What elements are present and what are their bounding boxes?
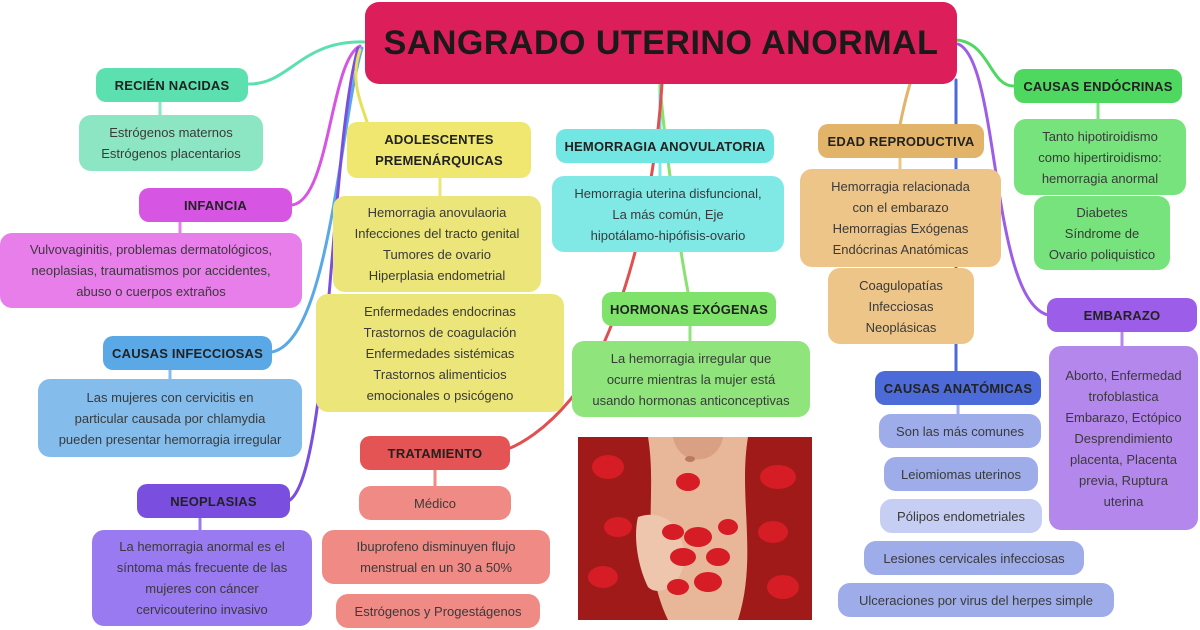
text-line: Infecciosas bbox=[868, 298, 934, 314]
text-line: Hemorragias Exógenas bbox=[832, 221, 969, 236]
tratamiento-item-estrogenos: Estrógenos y Progestágenos bbox=[336, 594, 540, 628]
edad-reproductiva-heading[interactable]: EDAD REPRODUCTIVA bbox=[818, 124, 984, 158]
text-line: Hiperplasia endometrial bbox=[368, 268, 506, 283]
text-line: Desprendimiento bbox=[1074, 430, 1173, 446]
text-line: Embarazo, Ectópico bbox=[1065, 409, 1182, 425]
text-line: Trastornos de coagulación bbox=[363, 324, 517, 340]
text-line: Vulvovaginitis, problemas dermatológicos… bbox=[29, 242, 273, 257]
link-adolescentes bbox=[354, 48, 370, 127]
text-line: Trastornos alimenticios bbox=[373, 366, 507, 382]
recien-nacidas-heading[interactable]: RECIÉN NACIDAS bbox=[96, 68, 248, 102]
text-line: con el embarazo bbox=[852, 200, 949, 215]
causas-infecciosas-content: Las mujeres con cervicitis en particular… bbox=[38, 379, 302, 457]
text-line: previa, Ruptura bbox=[1079, 472, 1168, 488]
text-line: Diabetes bbox=[1076, 204, 1128, 220]
hormonas-exogenas-content: La hemorragia irregular que ocurre mient… bbox=[572, 341, 810, 417]
text-line: Coagulopatías bbox=[859, 277, 943, 293]
rose-petals-photo bbox=[578, 437, 812, 620]
text-line: hemorragia anormal bbox=[1041, 170, 1159, 186]
text-line: Enfermedades sistémicas bbox=[365, 345, 515, 361]
text-line: Hemorragia relacionada bbox=[831, 179, 970, 194]
anatomicas-item: Pólipos endometriales bbox=[880, 499, 1042, 533]
text-line: ocurre mientras la mujer está bbox=[606, 371, 776, 387]
text-line: particular causada por chlamydia bbox=[74, 410, 266, 426]
embarazo-heading[interactable]: EMBARAZO bbox=[1047, 298, 1197, 332]
adolescentes-group-2: Enfermedades endocrinas Trastornos de co… bbox=[316, 294, 564, 412]
edad-reproductiva-group-1: Hemorragia relacionada con el embarazo H… bbox=[800, 169, 1001, 267]
recien-nacidas-content: Estrógenos maternos Estrógenos placentar… bbox=[79, 115, 263, 171]
text-line: neoplasias, traumatismos por accidentes, bbox=[31, 263, 271, 278]
causas-endocrinas-group-2: Diabetes Síndrome de Ovario poliquistico bbox=[1034, 196, 1170, 270]
text-line: trofoblastica bbox=[1088, 388, 1159, 404]
text-line: hipotálamo-hipófisis-ovario bbox=[590, 227, 746, 243]
text-line: La hemorragia irregular que bbox=[610, 350, 772, 366]
tratamiento-item-ibuprofeno: Ibuprofeno disminuyen flujo menstrual en… bbox=[322, 530, 550, 584]
link-causas-infecciosas bbox=[270, 46, 364, 354]
link-causas-endocrinas bbox=[954, 38, 1017, 88]
text-line: Tanto hipotiroidismo bbox=[1042, 128, 1158, 144]
text-line: síntoma más frecuente de las bbox=[116, 560, 288, 575]
text-line: Infecciones del tracto genital bbox=[354, 226, 520, 241]
tratamiento-heading[interactable]: TRATAMIENTO bbox=[360, 436, 510, 470]
text-line: cervicouterino invasivo bbox=[136, 602, 268, 617]
infancia-content: Vulvovaginitis, problemas dermatológicos… bbox=[0, 233, 302, 308]
text-line: menstrual en un 30 a 50% bbox=[360, 560, 512, 575]
adolescentes-group-1: Hemorragia anovulaoria Infecciones del t… bbox=[333, 196, 541, 292]
link-infancia bbox=[290, 44, 362, 207]
photo-illustration bbox=[578, 437, 812, 620]
text-line: Hemorragia anovulaoria bbox=[367, 205, 507, 220]
text-line: abuso o cuerpos extraños bbox=[76, 284, 226, 299]
causas-endocrinas-heading[interactable]: CAUSAS ENDÓCRINAS bbox=[1014, 69, 1182, 103]
hemorragia-anovulatoria-heading[interactable]: HEMORRAGIA ANOVULATORIA bbox=[556, 129, 774, 163]
text-line: Endócrinas Anatómicas bbox=[832, 242, 969, 257]
text-line: usando hormonas anticonceptivas bbox=[592, 392, 790, 408]
anatomicas-item: Ulceraciones por virus del herpes simple bbox=[838, 583, 1114, 617]
anatomicas-item: Leiomiomas uterinos bbox=[884, 457, 1038, 491]
text-line: Tumores de ovario bbox=[383, 247, 491, 262]
heading-line: ADOLESCENTES bbox=[384, 132, 494, 147]
central-topic[interactable]: SANGRADO UTERINO ANORMAL bbox=[365, 2, 957, 84]
hemorragia-anovulatoria-content: Hemorragia uterina disfuncional, La más … bbox=[552, 176, 784, 252]
text-line: La hemorragia anormal es el bbox=[119, 539, 285, 554]
tratamiento-item-medico: Médico bbox=[359, 486, 511, 520]
text-line: mujeres con cáncer bbox=[145, 581, 259, 596]
causas-anatomicas-heading[interactable]: CAUSAS ANATÓMICAS bbox=[875, 371, 1041, 405]
causas-infecciosas-heading[interactable]: CAUSAS INFECCIOSAS bbox=[103, 336, 272, 370]
neoplasias-content: La hemorragia anormal es el síntoma más … bbox=[92, 530, 312, 626]
hormonas-exogenas-heading[interactable]: HORMONAS EXÓGENAS bbox=[602, 292, 776, 326]
anatomicas-item: Lesiones cervicales infecciosas bbox=[864, 541, 1084, 575]
link-recien-nacidas bbox=[246, 40, 367, 86]
text-line: La más común, Eje bbox=[612, 206, 724, 222]
infancia-heading[interactable]: INFANCIA bbox=[139, 188, 292, 222]
adolescentes-heading[interactable]: ADOLESCENTES PREMENÁRQUICAS bbox=[347, 122, 531, 178]
text-line: Ovario poliquistico bbox=[1048, 246, 1156, 262]
text-line: Neoplásicas bbox=[865, 319, 937, 335]
link-edad-reproductiva bbox=[898, 82, 912, 127]
text-line: uterina bbox=[1103, 493, 1144, 509]
text-line: Aborto, Enfermedad bbox=[1065, 367, 1182, 383]
heading-line: PREMENÁRQUICAS bbox=[375, 153, 503, 168]
text-line: pueden presentar hemorragia irregular bbox=[58, 431, 282, 447]
text-line: Hemorragia uterina disfuncional, bbox=[574, 185, 762, 201]
neoplasias-heading[interactable]: NEOPLASIAS bbox=[137, 484, 290, 518]
embarazo-content: Aborto, Enfermedad trofoblastica Embaraz… bbox=[1049, 346, 1198, 530]
text-line: Estrógenos maternos bbox=[109, 125, 233, 140]
edad-reproductiva-group-2: Coagulopatías Infecciosas Neoplásicas bbox=[828, 268, 974, 344]
text-line: emocionales o psicógeno bbox=[366, 387, 514, 403]
causas-endocrinas-group-1: Tanto hipotiroidismo como hipertiroidism… bbox=[1014, 119, 1186, 195]
text-line: Las mujeres con cervicitis en bbox=[86, 389, 254, 405]
text-line: Ibuprofeno disminuyen flujo bbox=[356, 539, 516, 554]
text-line: Enfermedades endocrinas bbox=[364, 303, 516, 319]
anatomicas-item: Son las más comunes bbox=[879, 414, 1041, 448]
text-line: placenta, Placenta bbox=[1070, 451, 1177, 467]
text-line: como hipertiroidismo: bbox=[1038, 149, 1162, 165]
text-line: Síndrome de bbox=[1064, 225, 1140, 241]
text-line: Estrógenos placentarios bbox=[101, 146, 241, 161]
